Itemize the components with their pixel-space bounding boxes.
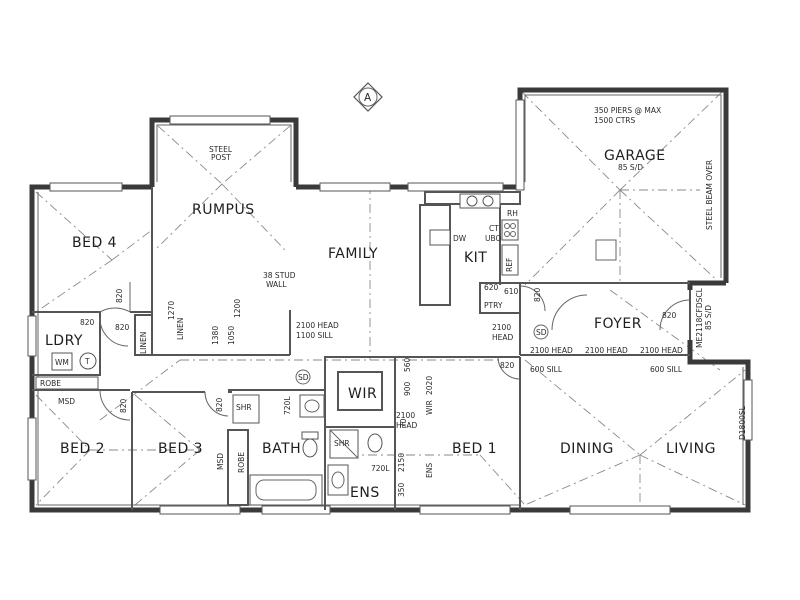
room-dining: DINING — [560, 441, 614, 457]
stud-wall-note-1: 38 STUD — [263, 271, 296, 280]
linen-label-1: LINEN — [139, 332, 148, 354]
dim-820-bed4: 820 — [115, 288, 124, 303]
dim-820-foyer: 820 — [662, 311, 677, 320]
ubo-label: UBO — [485, 234, 502, 243]
fixtures — [35, 82, 617, 506]
garage-door-sd-note: 85 S/D — [704, 305, 713, 330]
ens-vertical-label: ENS — [425, 463, 434, 478]
dim-1380: 1380 — [211, 326, 220, 345]
room-rumpus: RUMPUS — [192, 202, 255, 218]
wm-label: WM — [55, 358, 69, 367]
sill-note-1: 600 SILL — [530, 365, 563, 374]
rh-label: RH — [507, 209, 518, 218]
dim-820-bed1: 820 — [500, 361, 515, 370]
dim-720-ens: 720L — [371, 464, 390, 473]
ref-label: REF — [505, 258, 514, 272]
robe-bed2-label: ROBE — [40, 379, 61, 388]
room-kit: KIT — [464, 250, 487, 266]
dim-720-bath: 720L — [283, 396, 292, 415]
linen-label-2: LINEN — [176, 318, 185, 340]
dim-350: 350 — [397, 482, 406, 497]
shr-ens-label: SHR — [334, 439, 350, 448]
living-door-note: D1800SL — [738, 405, 747, 440]
ptry-label: PTRY — [484, 301, 503, 310]
piers-note-2: 1500 CTRS — [594, 116, 636, 125]
dim-70: 70 — [399, 418, 408, 428]
stud-wall-note-2: WALL — [266, 280, 287, 289]
msd-bed3-label: MSD — [216, 453, 225, 470]
dim-560: 560 — [403, 357, 412, 372]
dim-820-bed3: 820 — [215, 397, 224, 412]
construction-notes: STEEL POST 350 PIERS @ MAX 1500 CTRS 85 … — [209, 106, 747, 440]
robe-bed3-label: ROBE — [237, 452, 246, 473]
wir-head-note-1: 2100 — [396, 411, 415, 420]
window-sill-note: 1100 SILL — [296, 331, 334, 340]
ct-label: CT — [489, 224, 499, 233]
room-foyer: FOYER — [594, 316, 642, 332]
dim-1200: 1200 — [233, 299, 242, 318]
dim-620: 620 — [484, 283, 499, 292]
room-bed4: BED 4 — [72, 235, 117, 251]
kit-head-note-2: HEAD — [492, 333, 514, 342]
dw-label: DW — [453, 234, 467, 243]
fixture-labels: A WM T ROBE MSD LINEN LINEN ROBE MSD SHR… — [40, 92, 547, 473]
window-head-note: 2100 HEAD — [296, 321, 339, 330]
windows — [27, 99, 753, 515]
foyer-head-2: 2100 HEAD — [585, 346, 628, 355]
dim-900: 900 — [403, 381, 412, 396]
dim-820-ldry-b: 820 — [115, 323, 130, 332]
wir-head-note-2: HEAD — [396, 421, 418, 430]
piers-note-1: 350 PIERS @ MAX — [594, 106, 661, 115]
room-bed2: BED 2 — [60, 441, 105, 457]
steel-post-note-1: STEEL — [209, 145, 233, 154]
doors — [99, 282, 691, 421]
wir-vertical-label: WIR — [425, 400, 434, 415]
tub-label: T — [84, 357, 90, 366]
garage-slab-note: 85 S/D — [618, 163, 643, 172]
north-marker-label: A — [364, 92, 372, 104]
steel-post-note-2: POST — [211, 153, 231, 162]
steel-beam-note: STEEL BEAM OVER — [705, 160, 714, 230]
dimensions: 820 820 820 820 820 820 820 820 1270 138… — [80, 283, 677, 497]
room-ldry: LDRY — [45, 333, 83, 349]
room-family: FAMILY — [328, 246, 378, 262]
dim-2020: 2020 — [425, 376, 434, 395]
dim-1050: 1050 — [227, 326, 236, 345]
room-bed3: BED 3 — [158, 441, 203, 457]
kit-head-note-1: 2100 — [492, 323, 511, 332]
rotated-fixture-labels: WIR ENS — [425, 400, 434, 478]
room-ens: ENS — [350, 485, 380, 501]
room-bath: BATH — [262, 441, 301, 457]
room-labels: BED 4 RUMPUS FAMILY KIT GARAGE LDRY FOYE… — [45, 148, 716, 501]
room-wir: WIR — [348, 386, 377, 402]
dim-820-bed2: 820 — [119, 398, 128, 413]
foyer-head-1: 2100 HEAD — [530, 346, 573, 355]
dim-1270: 1270 — [167, 301, 176, 320]
dim-820-garage: 820 — [533, 287, 542, 302]
internal-walls — [32, 187, 691, 510]
sd-label-1: SD — [298, 373, 309, 382]
dim-610: 610 — [504, 287, 519, 296]
room-garage: GARAGE — [604, 148, 666, 164]
dim-2150: 2150 — [397, 453, 406, 472]
room-bed1: BED 1 — [452, 441, 497, 457]
msd-bed2-label: MSD — [58, 397, 75, 406]
sill-note-2: 600 SILL — [650, 365, 683, 374]
dim-820-ldry-a: 820 — [80, 318, 95, 327]
room-living: LIVING — [666, 441, 716, 457]
garage-door-note: ME2118CFDSCL — [695, 287, 704, 348]
foyer-head-3: 2100 HEAD — [640, 346, 683, 355]
shr-bath-label: SHR — [236, 403, 252, 412]
sd-label-2: SD — [536, 328, 547, 337]
